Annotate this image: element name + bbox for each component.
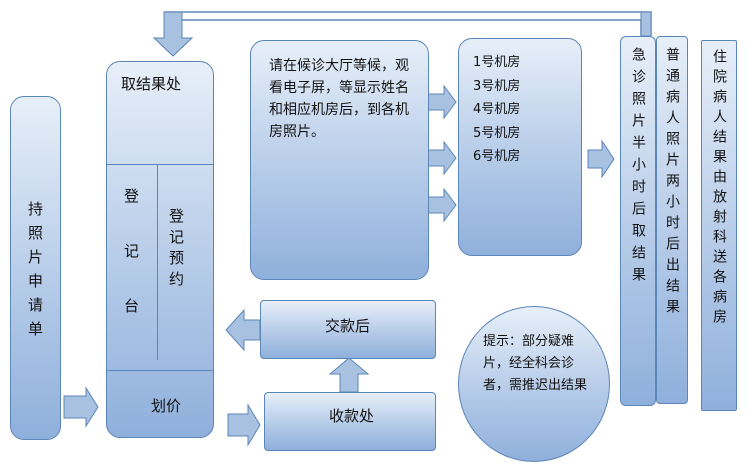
divider-vertical bbox=[157, 164, 158, 360]
node-result-pickup-group: 取结果处 登记台 登记预约 划价 bbox=[106, 61, 214, 438]
loop-connector-outer bbox=[164, 11, 652, 36]
node-tip: 提示：部分疑难片，经全科会诊者，需推迟出结果 bbox=[458, 306, 610, 462]
room-item: 6号机房 bbox=[473, 149, 521, 164]
arrow-cashier-to-afterpay bbox=[328, 357, 370, 393]
arrow-pricing-to-cashier bbox=[227, 403, 261, 447]
arrow-notice-to-rooms-3 bbox=[427, 187, 457, 223]
node-cashier: 收款处 bbox=[264, 392, 436, 451]
node-inpatient-label: 住院病人结果由放射科送各病房 bbox=[711, 49, 727, 329]
room-list: 1号机房 3号机房 4号机房 5号机房 6号机房 bbox=[473, 51, 520, 169]
node-waiting-notice: 请在候诊大厅等候，观看电子屏，等显示姓名和相应机房后，到各机房照片。 bbox=[250, 40, 429, 280]
node-after-payment: 交款后 bbox=[260, 300, 436, 359]
node-registration-desk-label: 登记台 bbox=[122, 188, 140, 353]
node-rooms: 1号机房 3号机房 4号机房 5号机房 6号机房 bbox=[458, 38, 582, 256]
arrow-notice-to-rooms-1 bbox=[427, 84, 457, 120]
loop-connector-inner bbox=[182, 19, 642, 36]
arrow-down-to-pickup bbox=[152, 11, 194, 57]
node-hold-form: 持照片申请单 bbox=[10, 96, 61, 440]
divider-top bbox=[107, 164, 213, 165]
arrow-rooms-to-results bbox=[587, 139, 615, 179]
loop-connector-cap bbox=[640, 11, 652, 37]
room-item: 3号机房 bbox=[473, 78, 521, 94]
divider-bottom bbox=[107, 370, 213, 371]
node-regular: 普通病人照片两小时后出结果 bbox=[656, 36, 688, 404]
room-item: 4号机房 bbox=[473, 102, 521, 117]
arrow-form-to-pricing bbox=[63, 386, 99, 428]
arrow-afterpay-to-registration bbox=[225, 308, 261, 352]
node-after-payment-label: 交款后 bbox=[325, 317, 371, 335]
room-item: 1号机房 bbox=[473, 55, 521, 70]
node-result-pickup-label: 取结果处 bbox=[121, 75, 182, 93]
room-item: 5号机房 bbox=[473, 125, 521, 141]
node-waiting-notice-text: 请在候诊大厅等候，观看电子屏，等显示姓名和相应机房后，到各机房照片。 bbox=[269, 58, 409, 140]
node-regular-label: 普通病人照片两小时后出结果 bbox=[664, 47, 680, 320]
node-tip-text: 提示：部分疑难片，经全科会诊者，需推迟出结果 bbox=[483, 334, 588, 393]
arrow-notice-to-rooms-2 bbox=[427, 140, 457, 176]
node-cashier-label: 收款处 bbox=[329, 407, 375, 425]
node-emergency-label: 急诊照片半小时后取结果 bbox=[630, 47, 646, 289]
node-hold-form-label: 持照片申请单 bbox=[26, 201, 44, 345]
node-appointment-label: 登记预约 bbox=[167, 208, 185, 292]
node-inpatient: 住院病人结果由放射科送各病房 bbox=[701, 40, 737, 411]
node-pricing-label: 划价 bbox=[151, 397, 182, 415]
node-emergency: 急诊照片半小时后取结果 bbox=[620, 36, 656, 406]
